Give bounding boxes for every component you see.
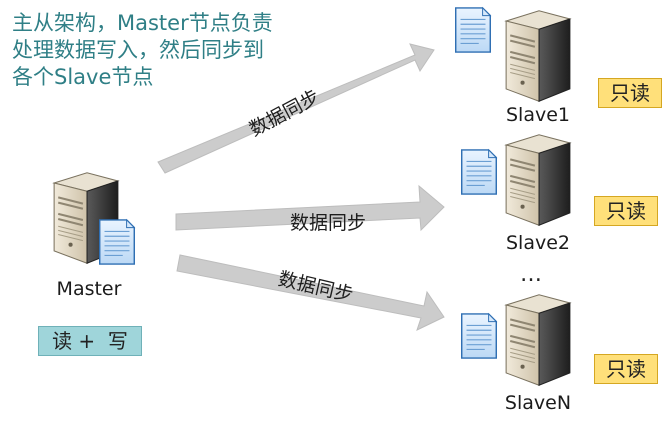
more-slaves-ellipsis: … xyxy=(520,262,545,287)
read-write-badge: 读 + 写 xyxy=(38,326,142,356)
slave1-document-icon xyxy=(452,6,494,54)
sync-label-2: 数据同步 xyxy=(290,212,367,234)
sync-arrow-2 xyxy=(175,184,445,232)
description-line-1: 主从架构，Master节点负责 xyxy=(12,11,273,35)
description-line-2: 处理数据写入，然后同步到 xyxy=(12,38,264,62)
description-text: 主从架构，Master节点负责 处理数据写入，然后同步到 各个Slave节点 xyxy=(12,10,312,91)
sync-arrow-1 xyxy=(157,43,435,174)
description-line-3: 各个Slave节点 xyxy=(12,65,154,89)
slave2-label: Slave2 xyxy=(505,232,570,254)
master-document-icon xyxy=(96,218,138,266)
slave2-document-icon xyxy=(458,148,500,196)
slaven-readonly-badge: 只读 xyxy=(594,354,658,384)
slave1-readonly-badge: 只读 xyxy=(598,78,662,108)
slave1-server-icon xyxy=(502,6,574,106)
slaven-server-icon xyxy=(502,290,574,390)
slaven-document-icon xyxy=(458,312,500,360)
slave2-server-icon xyxy=(502,130,574,230)
master-label: Master xyxy=(56,278,122,300)
slaven-label: SlaveN xyxy=(504,392,572,414)
sync-arrow-3 xyxy=(176,254,445,331)
slave2-readonly-badge: 只读 xyxy=(594,196,658,226)
slave1-label: Slave1 xyxy=(505,104,570,126)
